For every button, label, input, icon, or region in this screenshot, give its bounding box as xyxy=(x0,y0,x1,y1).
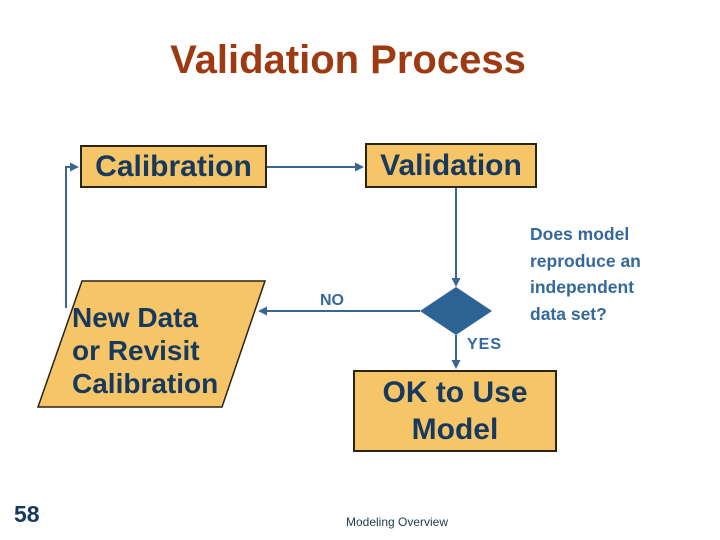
new-data-label: New Data or Revisit Calibration xyxy=(72,302,219,399)
arrowhead-into-validation xyxy=(355,162,364,172)
arrowhead-into-newdata xyxy=(258,306,267,316)
arrowhead-into-diamond xyxy=(451,278,461,287)
footer-title: Modeling Overview xyxy=(345,515,449,529)
page-number: 58 xyxy=(14,501,40,527)
ok-to-use-model-box: OK to Use Model xyxy=(353,370,557,452)
no-branch-label: NO xyxy=(320,292,344,309)
ok-to-use-model-label: OK to Use Model xyxy=(382,376,528,446)
validation-box: Validation xyxy=(365,143,537,188)
decision-question-text: Does model reproduce an independent data… xyxy=(530,224,641,324)
new-data-parallelogram xyxy=(36,280,267,408)
yes-branch-label: YES xyxy=(467,336,503,353)
validation-label: Validation xyxy=(380,148,522,182)
slide-title: Validation Process xyxy=(170,38,526,82)
connector-newdata-to-calibration xyxy=(65,166,70,308)
arrowhead-into-ok-box xyxy=(451,360,461,369)
arrowhead-into-calibration xyxy=(70,162,79,172)
calibration-box: Calibration xyxy=(80,145,267,188)
calibration-label: Calibration xyxy=(95,149,252,183)
decision-diamond xyxy=(420,287,492,335)
